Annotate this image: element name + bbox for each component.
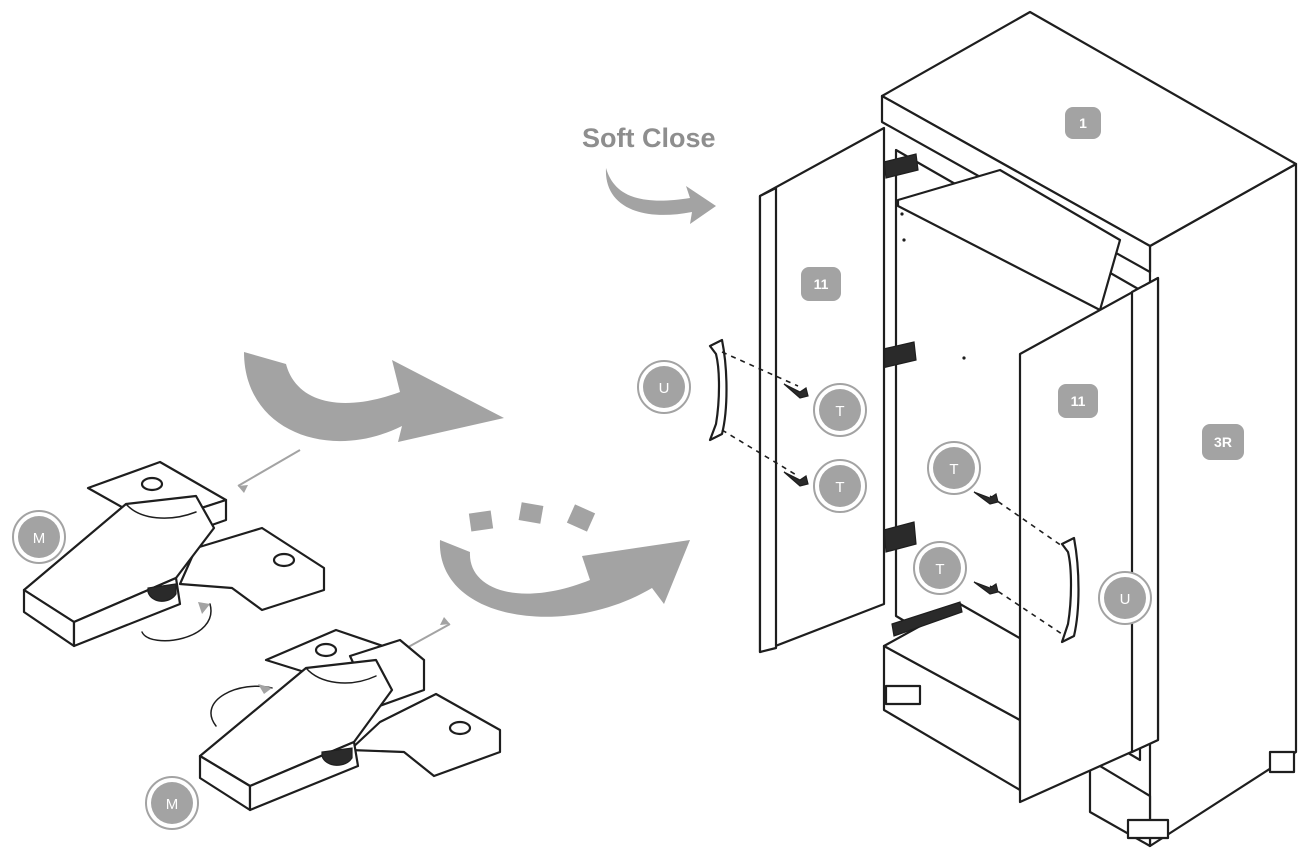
hinge-lower: [198, 628, 502, 812]
badge-handle-left: U: [637, 360, 691, 414]
screw-right-lower: [973, 581, 999, 595]
svg-text:T: T: [935, 561, 944, 578]
soft-close-title: Soft Close: [582, 123, 716, 153]
badge-side-right: 3R: [1202, 424, 1244, 460]
svg-text:U: U: [659, 380, 670, 397]
svg-text:U: U: [1120, 591, 1131, 608]
svg-text:M: M: [33, 530, 46, 547]
cabinet: [869, 10, 1298, 848]
badge-handle-right: U: [1098, 571, 1152, 625]
svg-text:11: 11: [814, 276, 829, 292]
svg-text:M: M: [166, 796, 179, 813]
rotate-arrow-icon-lower: [439, 502, 690, 617]
svg-text:T: T: [949, 461, 958, 478]
svg-text:11: 11: [1071, 393, 1086, 409]
badge-hinge-upper: M: [12, 510, 66, 564]
badge-door-right: 11: [1058, 384, 1098, 418]
soft-close-arrow-icon: [605, 168, 716, 224]
screw-left-lower: [783, 471, 809, 487]
svg-text:3R: 3R: [1214, 434, 1232, 450]
screw-right-upper: [973, 491, 999, 505]
svg-text:T: T: [835, 479, 844, 496]
svg-text:1: 1: [1079, 115, 1087, 131]
hinge-upper: [22, 460, 326, 648]
badge-screw-2: T: [813, 459, 867, 513]
badge-screw-1: T: [813, 383, 867, 437]
handle-left: [708, 338, 799, 477]
badge-screw-4: T: [913, 541, 967, 595]
svg-text:T: T: [835, 403, 844, 420]
badge-hinge-lower: M: [145, 776, 199, 830]
door-right: [1018, 276, 1160, 804]
badge-door-left: 11: [801, 267, 841, 301]
badge-screw-3: T: [927, 441, 981, 495]
badge-panel-top: 1: [1065, 107, 1101, 139]
handle-right: [989, 495, 1080, 644]
screw-left-upper: [783, 383, 809, 399]
rotate-arrow-icon-upper: [244, 352, 504, 442]
